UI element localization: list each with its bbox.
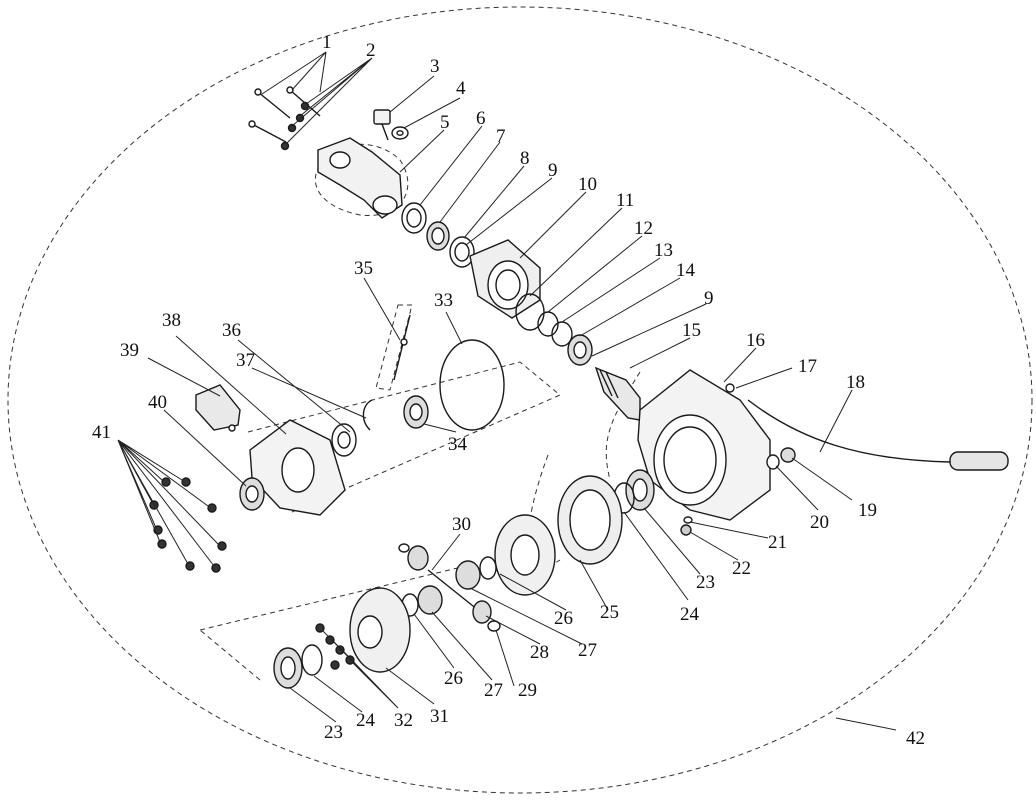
label-23-left: 23 — [324, 722, 343, 743]
label-27-left: 27 — [484, 680, 503, 701]
part-22-washer — [683, 516, 693, 524]
label-37: 37 — [236, 350, 255, 371]
label-28: 28 — [530, 642, 549, 663]
label-20: 20 — [810, 512, 829, 533]
part-40-seal — [239, 477, 265, 511]
label-34: 34 — [448, 434, 468, 455]
part-6-oil-seal — [401, 202, 427, 234]
label-30: 30 — [452, 514, 471, 535]
label-24-right: 24 — [680, 604, 700, 625]
label-36: 36 — [222, 320, 241, 341]
part-17-vent-fitting — [725, 383, 735, 393]
part-spider-gear-top — [398, 543, 429, 571]
label-42: 42 — [906, 728, 925, 749]
label-24-left: 24 — [356, 710, 376, 731]
part-19-drain-plug — [780, 447, 796, 463]
label-41: 41 — [92, 422, 111, 443]
label-25: 25 — [600, 602, 619, 623]
label-40: 40 — [148, 392, 167, 413]
label-35: 35 — [354, 258, 373, 279]
label-2: 2 — [366, 40, 376, 61]
label-22: 22 — [732, 558, 751, 579]
label-5: 5 — [440, 112, 450, 133]
label-19: 19 — [858, 500, 877, 521]
part-33-large-o-ring — [439, 339, 505, 431]
label-17: 17 — [798, 356, 817, 377]
label-15: 15 — [682, 320, 701, 341]
part-3-flange-bolt — [373, 109, 391, 141]
label-1: 1 — [322, 32, 332, 53]
part-34-bearing — [403, 395, 429, 429]
part-37-collar — [331, 423, 357, 457]
label-39: 39 — [120, 340, 139, 361]
part-10-pinion-housing — [469, 239, 541, 319]
label-14: 14 — [676, 260, 696, 281]
label-11: 11 — [616, 190, 634, 211]
label-3: 3 — [430, 56, 440, 77]
label-31: 31 — [430, 706, 449, 727]
label-9-top: 9 — [548, 160, 558, 181]
label-16: 16 — [746, 330, 765, 351]
part-14-bearing — [567, 334, 593, 366]
part-15-pinion-gear — [594, 366, 641, 421]
part-7-bearing — [426, 221, 450, 251]
part-18-breather-hose — [747, 399, 1009, 471]
part-1-bolts — [248, 86, 321, 143]
label-18: 18 — [846, 372, 865, 393]
part-27-side-gear-left — [417, 585, 443, 615]
label-26-right: 26 — [554, 608, 573, 629]
label-8: 8 — [520, 148, 530, 169]
leader-lines — [117, 51, 897, 731]
label-7: 7 — [496, 126, 506, 147]
part-4-washer — [391, 126, 409, 140]
label-13: 13 — [654, 240, 673, 261]
label-29-right: 29 — [518, 680, 537, 701]
part-28-spider-gear — [472, 600, 492, 624]
part-27-side-gear — [455, 560, 481, 590]
label-9-lower: 9 — [704, 288, 714, 309]
part-26-thrust-washer — [479, 556, 497, 580]
part-29-washer — [487, 620, 501, 632]
label-38: 38 — [162, 310, 181, 331]
label-26-left: 26 — [444, 668, 463, 689]
assembly-boundary — [7, 6, 1033, 794]
part-differential-case-half — [494, 514, 556, 596]
label-12: 12 — [634, 218, 653, 239]
part-25-ring-gear — [557, 475, 623, 565]
part-21-plug — [680, 524, 692, 536]
part-2-nuts — [280, 101, 310, 151]
label-33: 33 — [434, 290, 453, 311]
part-35-shift-rod — [393, 314, 411, 381]
part-36-snap-ring — [362, 399, 373, 431]
part-11-o-ring — [515, 293, 545, 331]
label-10: 10 — [578, 174, 597, 195]
label-4: 4 — [456, 78, 466, 99]
label-23-right: 23 — [696, 572, 715, 593]
part-32-bolts — [315, 623, 355, 670]
part-20-gasket — [766, 454, 780, 470]
part-41-screws — [149, 477, 227, 573]
callout-labels: 1 2 3 4 5 6 7 8 9 10 11 12 13 14 9 15 16… — [92, 32, 925, 749]
part-38-side-cover — [249, 419, 346, 516]
part-16-differential-housing — [637, 369, 771, 521]
part-39-actuator — [195, 384, 241, 432]
part-30-cross-shaft — [427, 569, 479, 611]
part-5-yoke — [317, 137, 403, 219]
part-24-shim-left — [301, 644, 323, 676]
label-21: 21 — [768, 532, 787, 553]
label-32: 32 — [394, 710, 413, 731]
part-23-side-bearing-left — [273, 647, 303, 689]
part-8-bearing-cup — [449, 236, 475, 268]
part-23-side-bearing-right — [625, 469, 655, 511]
label-6: 6 — [476, 108, 486, 129]
part-31-case-flange — [349, 587, 411, 673]
label-27-right: 27 — [578, 640, 597, 661]
